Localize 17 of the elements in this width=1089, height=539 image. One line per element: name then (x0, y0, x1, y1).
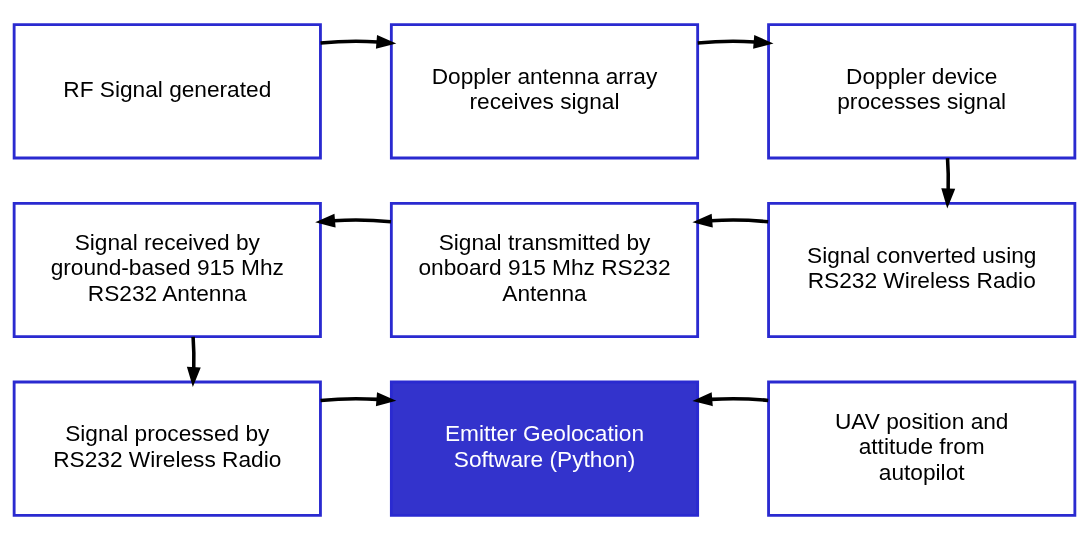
node-box: UAV position and attitude from autopilot (767, 380, 1077, 517)
arrow (941, 157, 956, 208)
arrow (697, 34, 774, 49)
node-box: RF Signal generated (12, 22, 322, 159)
arrow (320, 34, 397, 49)
arrow (692, 391, 769, 406)
arrow (315, 213, 392, 228)
node-box: Emitter Geolocation Software (Python) (389, 380, 700, 517)
node-box: Signal transmitted by onboard 915 Mhz RS232 Antenna (389, 201, 700, 338)
node-box: Signal converted using RS232 Wireless Radio (767, 201, 1077, 338)
node-box: Signal processed by RS232 Wireless Radio (12, 380, 322, 517)
node-box: Doppler device processes signal (767, 22, 1077, 159)
arrow (692, 213, 769, 228)
node-box: Signal received by ground-based 915 Mhz RS232 Antenna (12, 201, 322, 338)
node-box: Doppler antenna array receives signal (389, 22, 700, 159)
arrow (186, 336, 201, 387)
arrow (320, 391, 397, 406)
